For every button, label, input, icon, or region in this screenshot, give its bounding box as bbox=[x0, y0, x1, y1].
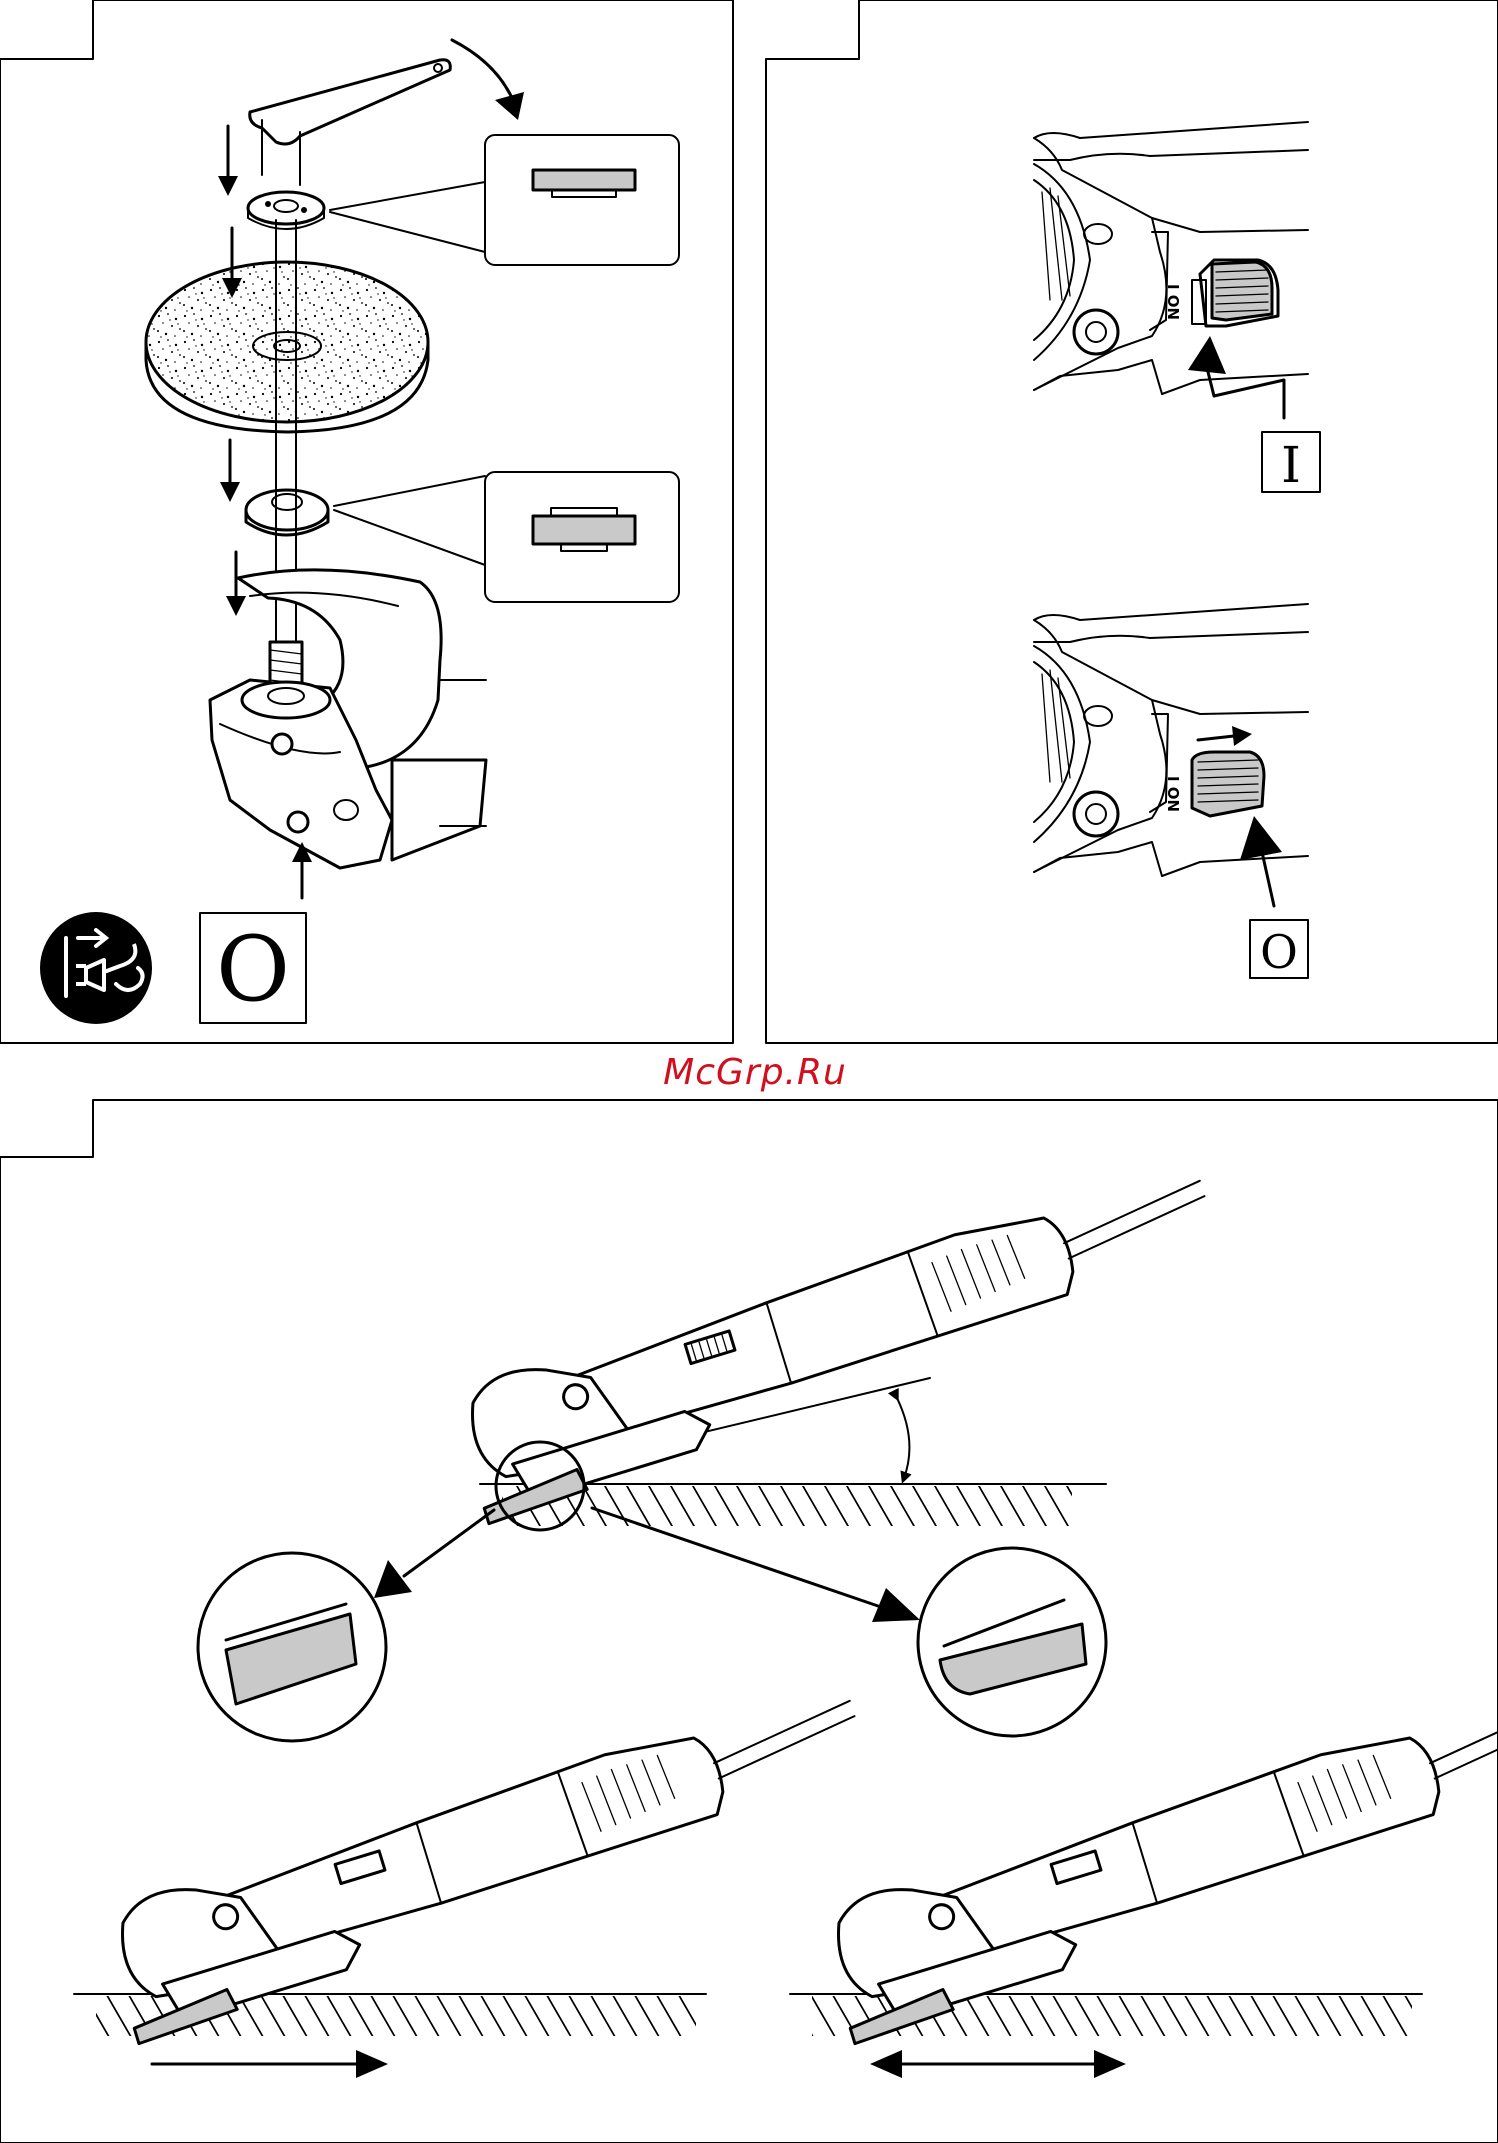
panel-wheel-assembly: O bbox=[0, 0, 733, 1043]
on-symbol-box: I bbox=[1262, 432, 1320, 494]
wheel-edge-detail-new bbox=[198, 1553, 386, 1741]
off-symbol-box: O bbox=[200, 913, 306, 1023]
flange-profile-callout-lower bbox=[485, 472, 679, 602]
switch-marking-off: I ON bbox=[1164, 776, 1182, 812]
direction-arrow-right bbox=[152, 2050, 388, 2078]
clamp-nut bbox=[248, 192, 324, 229]
switch-marking-on: I ON bbox=[1164, 284, 1182, 320]
backing-flange bbox=[246, 490, 328, 535]
spanner-wrench bbox=[250, 40, 524, 185]
panel-frame bbox=[766, 0, 1498, 1043]
direction-arrow-both bbox=[870, 2050, 1126, 2078]
unplug-before-service-icon bbox=[40, 912, 152, 1024]
watermark: McGrp.Ru bbox=[663, 1052, 847, 1093]
panel-grinding-technique bbox=[0, 1100, 1498, 2143]
nut-profile-callout-upper bbox=[485, 135, 679, 265]
grinder-back-and-forth bbox=[790, 1682, 1498, 2078]
grinding-disc bbox=[146, 262, 428, 432]
grinder-head bbox=[210, 570, 486, 868]
switch-off-illustration: I ON bbox=[1034, 604, 1308, 906]
off-symbol-switch: O bbox=[1260, 925, 1298, 979]
grinder-one-direction bbox=[74, 1682, 885, 2078]
off-symbol-box-switch: O bbox=[1250, 920, 1308, 979]
switch-on-illustration: I ON bbox=[1034, 122, 1308, 418]
switch-release-arrow bbox=[1198, 726, 1252, 746]
angled-grinder-top bbox=[448, 1162, 1235, 1530]
switch-off-press-arrow bbox=[1240, 816, 1282, 906]
panel-switch: I ON I bbox=[766, 0, 1498, 1043]
angle-indicator bbox=[896, 1396, 909, 1478]
on-symbol: I bbox=[1281, 436, 1301, 494]
spanner-rotation-arrow bbox=[452, 40, 512, 98]
off-symbol: O bbox=[216, 917, 290, 1022]
wheel-edge-detail-worn bbox=[918, 1548, 1106, 1736]
